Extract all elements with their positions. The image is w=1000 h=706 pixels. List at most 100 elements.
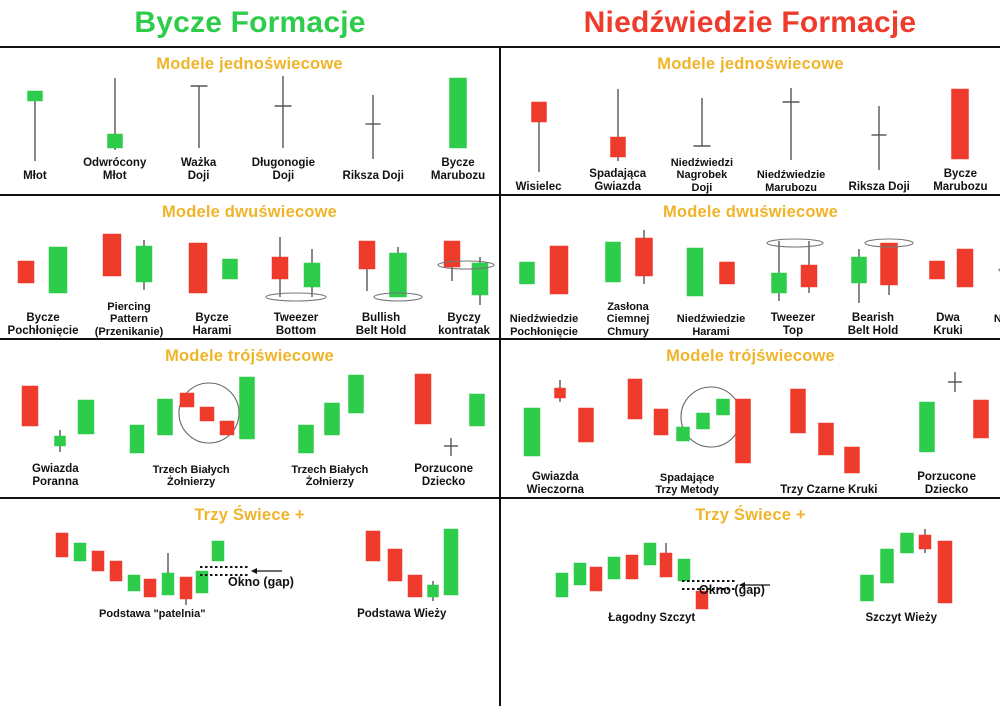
pattern-item[interactable]: Niedźwiedzie Harami <box>669 236 753 338</box>
bearish-title-cell: Niedźwiedzie Formacje <box>500 0 1000 46</box>
bullish-title-cell: Bycze Formacje <box>0 0 500 46</box>
pattern-item[interactable]: Szczyt Wieży <box>853 527 953 625</box>
pattern-glyph <box>519 246 569 295</box>
pattern-item[interactable]: Niedźwiedzi kontratak <box>983 236 1000 338</box>
pattern-item[interactable]: Gwiazda Poranna <box>10 368 100 489</box>
pattern-glyph <box>605 229 653 284</box>
pattern-item[interactable]: Długonogie Doji <box>241 76 325 183</box>
pattern-figure <box>669 236 753 310</box>
pattern-figure <box>74 76 156 154</box>
pattern-label: Bycze Marubozu <box>933 168 988 194</box>
pattern-glyph <box>22 385 95 452</box>
pattern-figure <box>4 89 66 167</box>
row-bear-double: Niedźwiedzie Pochłonięcie Zasłona Ciemnej… <box>501 224 1000 338</box>
pattern-item[interactable]: Wisielec <box>504 100 574 194</box>
pattern-figure <box>421 76 495 154</box>
pattern-figure <box>501 236 587 310</box>
pattern-glyph <box>918 371 989 453</box>
pattern-item[interactable]: Trzech Białych Żołnierzy <box>121 369 261 489</box>
pattern-item[interactable]: Młot <box>4 89 66 183</box>
pattern-figure <box>662 76 742 154</box>
band-double-bearish: Modele dwuświecowe Niedźwiedzie Pochłoni… <box>501 196 1000 338</box>
pattern-label: Spadające Trzy Metody <box>655 472 719 497</box>
pattern-figure <box>913 235 983 309</box>
pattern-figure <box>552 527 770 609</box>
pattern-label: Riksza Doji <box>342 169 404 182</box>
pattern-item[interactable]: Bycze Pochłonięcie <box>0 235 86 338</box>
pattern-label: Trzy Czarne Kruki <box>780 483 878 496</box>
pattern-item[interactable]: Bycze Harami <box>172 235 252 338</box>
pattern-item[interactable]: Dwa Kruki <box>913 235 983 338</box>
pattern-item[interactable]: Podstawa Wieży <box>357 527 458 621</box>
pattern-label: Podstawa Wieży <box>357 607 447 620</box>
pattern-item[interactable]: Porzucone Dziecko <box>399 368 489 489</box>
pattern-label: Długonogie Doji <box>251 157 316 182</box>
pattern-label: Ważka Doji <box>180 157 217 182</box>
pattern-item[interactable]: Riksza Doji <box>333 89 413 183</box>
pattern-figure <box>983 236 1000 310</box>
pattern-glyph <box>851 238 914 304</box>
pattern-figure <box>172 235 252 309</box>
pattern-item[interactable]: Podstawa "patelnia" <box>52 527 283 621</box>
pattern-label: Tweezer Top <box>770 312 816 337</box>
section-heading-double-bearish: Modele dwuświecowe <box>662 202 839 221</box>
pattern-item[interactable]: Tweezer Top <box>753 235 833 338</box>
pattern-item[interactable]: Gwiazda Wieczorna <box>510 368 600 497</box>
pattern-item[interactable]: Spadająca Gwiazda <box>579 87 657 194</box>
pattern-label: Porzucone Dziecko <box>917 470 977 496</box>
pattern-figure <box>510 368 600 468</box>
pattern-glyph <box>929 248 974 288</box>
pattern-figure <box>422 235 506 309</box>
pattern-label: Bycze Pochłonięcie <box>7 312 79 337</box>
pattern-label: Niedźwiedzie Pochłonięcie <box>509 313 579 338</box>
pattern-figure <box>619 369 755 469</box>
pattern-item[interactable]: Bycze Marubozu <box>421 76 495 183</box>
pattern-item[interactable]: Łagodny Szczyt <box>552 527 770 625</box>
divider-vertical <box>499 46 501 706</box>
pattern-label: Gwiazda Wieczorna <box>526 470 585 496</box>
pattern-label: Podstawa "patelnia" <box>99 608 206 621</box>
pattern-item[interactable]: Odwrócony Młot <box>74 76 156 183</box>
pattern-figure <box>333 89 413 167</box>
pattern-glyph <box>686 248 735 297</box>
pattern-item[interactable]: Niedźwiedzie Marubozu <box>747 88 835 194</box>
pattern-figure <box>774 381 884 481</box>
pattern-item[interactable]: Niedźwiedzie Pochłonięcie <box>501 236 587 338</box>
row-bull-plus: Podstawa "patelnia" Podstawa Wieży <box>0 527 499 621</box>
pattern-figure <box>252 235 340 309</box>
pattern-glyph <box>871 106 887 171</box>
pattern-item[interactable]: Piercing Pattern (Przenikanie) <box>86 224 172 338</box>
pattern-glyph <box>365 528 458 601</box>
pattern-glyph <box>524 379 595 457</box>
pattern-item[interactable]: Bearish Belt Hold <box>833 235 914 338</box>
pattern-item[interactable]: Bullish Belt Hold <box>340 235 423 338</box>
pattern-item[interactable]: Riksza Doji <box>840 100 918 194</box>
row-bear-triple: Gwiazda Wieczorna Spadające Trzy Metody Tr… <box>501 368 1000 497</box>
header-titles: Bycze Formacje Niedźwiedzie Formacje <box>0 0 1000 46</box>
pattern-label: Byczy kontratak <box>438 312 490 337</box>
pattern-item[interactable]: Byczy kontratak <box>422 235 506 338</box>
pattern-item[interactable]: Niedźwiedzi Nagrobek Doji <box>662 76 742 194</box>
pattern-figure <box>753 235 833 309</box>
section-heading-triple-bullish: Modele trójświecowe <box>165 346 334 365</box>
pattern-item[interactable]: Spadające Trzy Metody <box>619 369 755 497</box>
pattern-item[interactable]: Bycze Marubozu <box>923 87 997 194</box>
pattern-item[interactable]: Trzech Białych Żołnierzy <box>282 369 378 489</box>
section-heading-triple-bearish: Modele trójświecowe <box>666 346 835 365</box>
pattern-item[interactable]: Porzucone Dziecko <box>903 368 991 497</box>
pattern-item[interactable]: Ważka Doji <box>164 76 234 183</box>
pattern-item[interactable]: Tweezer Bottom <box>252 235 340 338</box>
pattern-label: Wisielec <box>515 181 562 194</box>
pattern-label: Trzech Białych Żołnierzy <box>291 464 369 489</box>
pattern-label: Szczyt Wieży <box>865 611 937 624</box>
pattern-glyph <box>188 242 238 294</box>
pattern-item[interactable]: Trzy Czarne Kruki <box>774 381 884 497</box>
pattern-item[interactable]: Zasłona Ciemnej Chmury <box>587 224 669 338</box>
